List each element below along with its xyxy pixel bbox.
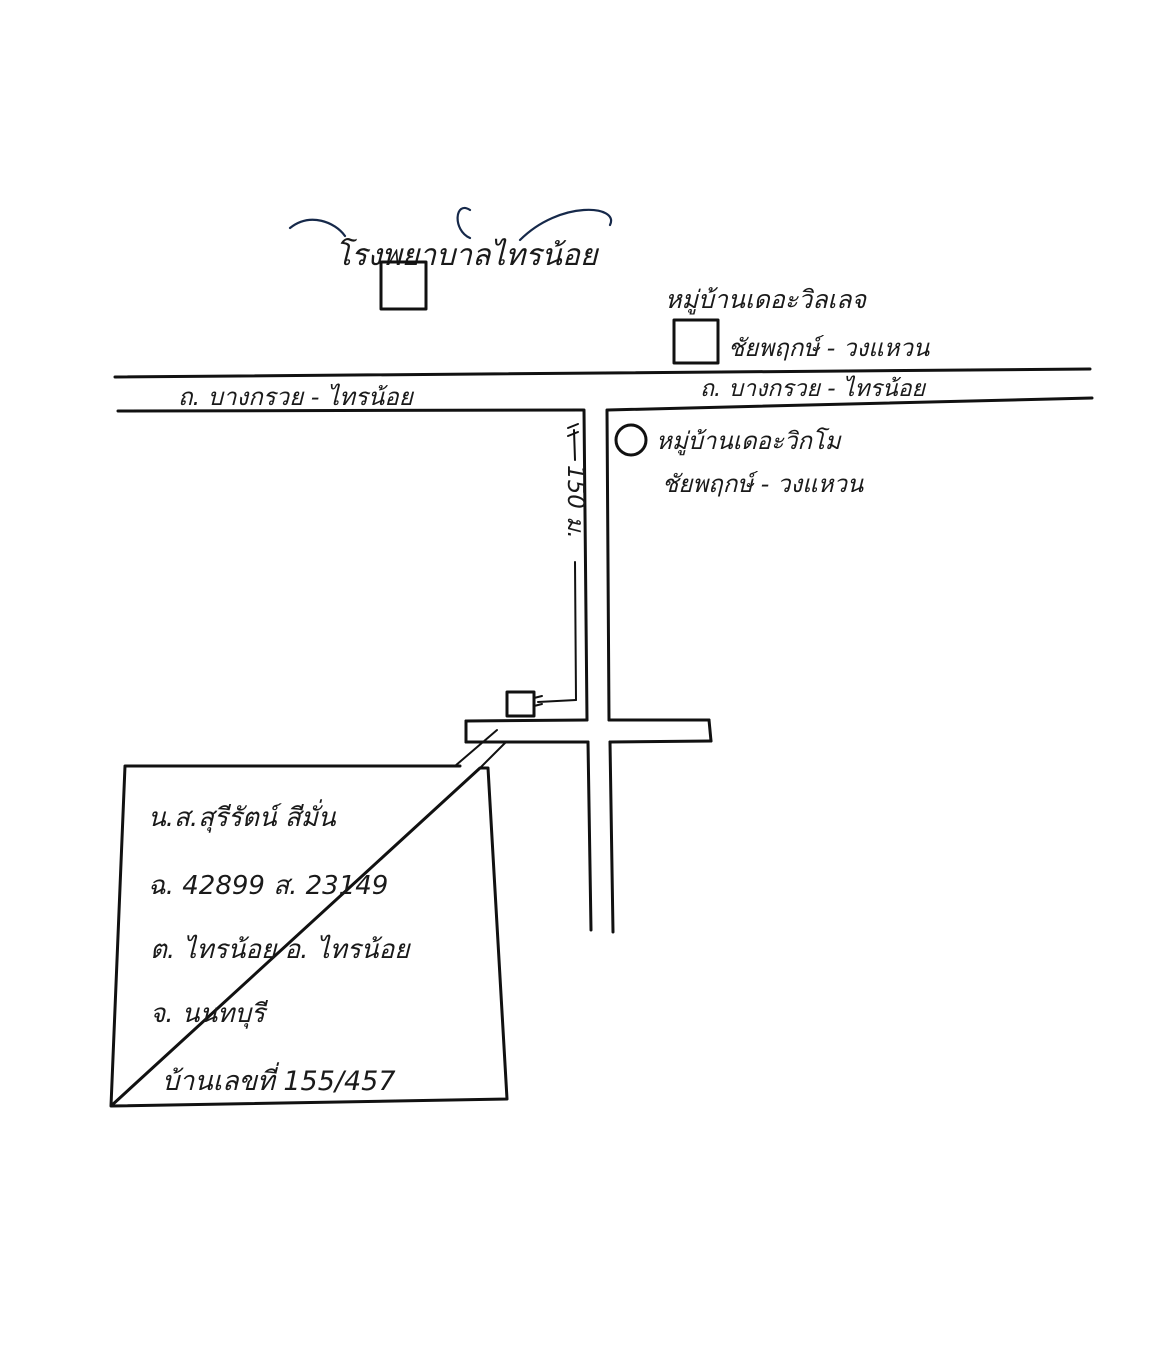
province: จ. นนทบุรี [150,999,269,1029]
main-road: ถ. บางกรวย - ไทรน้อย ถ. บางกรวย - ไทรน้อ… [113,367,1094,413]
village-top-marker-square [672,318,720,365]
distance-label: 150 ม. [562,465,588,539]
village-bottom-marker-circle [614,423,648,457]
info-box-frame [109,764,509,1108]
hospital-landmark: โรงพยาบาลไทรน้อย [288,206,613,311]
deed-number: ฉ. 42899 ส. 23149 [148,871,388,901]
village-top-subname: ชัยพฤกษ์ - วงแหวน [728,334,930,362]
info-box: น.ส.สุรีรัตน์ สีมั่น ฉ. 42899 ส. 23149 ต… [109,764,509,1108]
side-road [582,408,615,934]
house-marker [505,690,543,718]
distance-marker: 150 ม. [537,423,588,703]
main-road-label-left: ถ. บางกรวย - ไทรน้อย [178,383,415,411]
village-bottom-subname: ชัยพฤกษ์ - วงแหวน [662,470,864,498]
hospital-flourish [288,206,613,242]
subdistrict-district: ต. ไทรน้อย อ. ไทรน้อย [150,934,411,965]
leader-line [454,729,507,769]
hospital-marker-square [379,260,428,311]
village-bottom-landmark: หมู่บ้านเดอะวิกโม ชัยพฤกษ์ - วงแหวน [614,423,864,498]
house-marker-square [505,690,536,718]
cross-lane [464,718,713,744]
village-top-landmark: หมู่บ้านเดอะวิลเลจ ชัยพฤกษ์ - วงแหวน [665,285,930,365]
hospital-label: โรงพยาบาลไทรน้อย [335,237,600,273]
main-road-label-right: ถ. บางกรวย - ไทรน้อย [700,375,927,402]
house-number: บ้านเลขที่ 155/457 [162,1062,396,1097]
village-bottom-name: หมู่บ้านเดอะวิกโม [656,427,842,456]
village-top-name: หมู่บ้านเดอะวิลเลจ [665,285,867,315]
owner-name: น.ส.สุรีรัตน์ สีมั่น [148,799,337,833]
